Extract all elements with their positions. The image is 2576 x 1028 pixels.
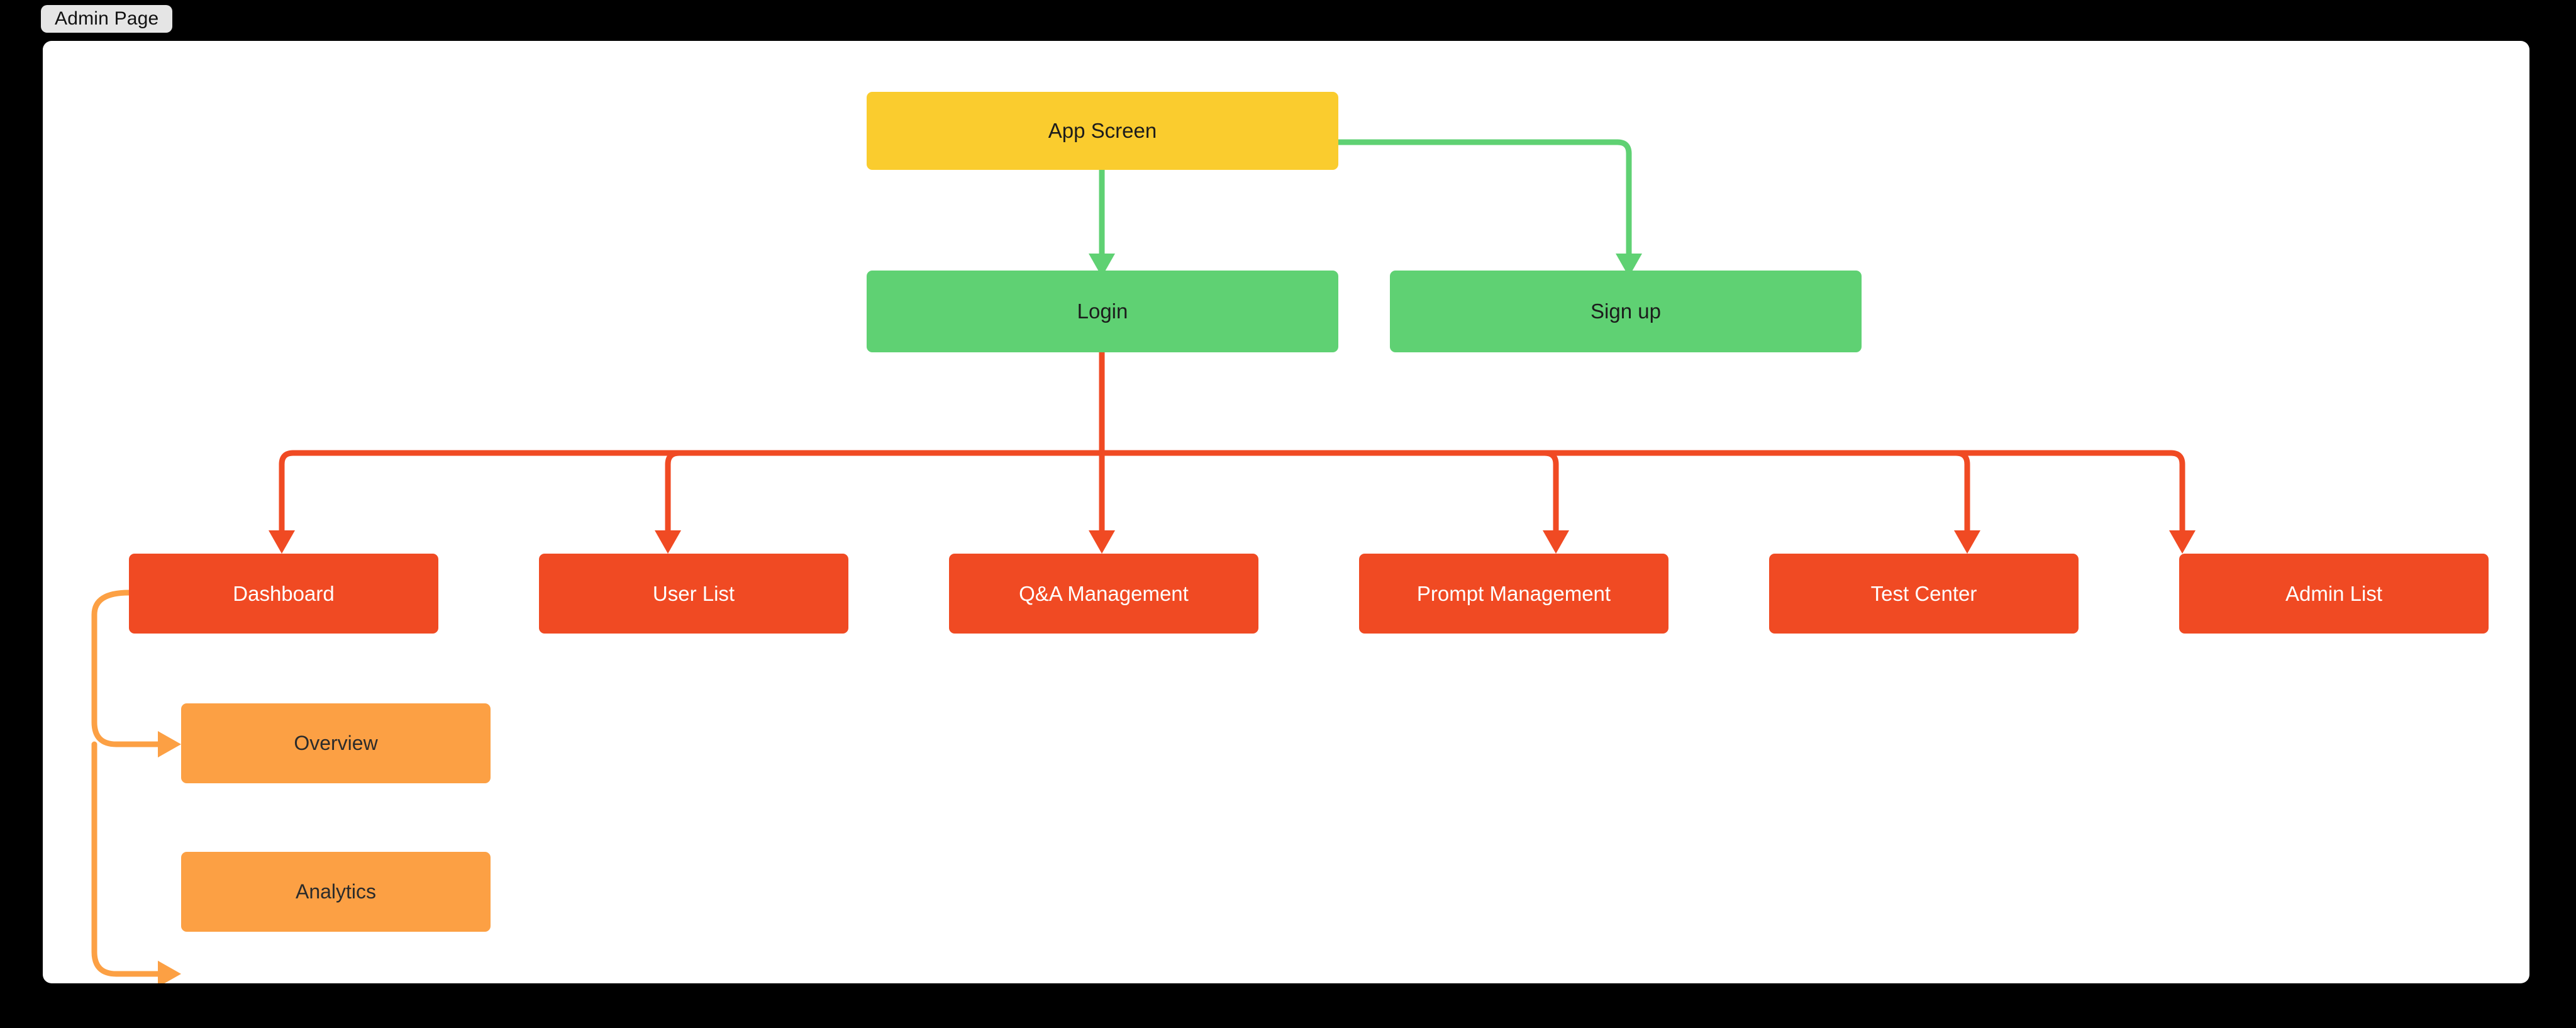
node-analytics[interactable]: Analytics: [181, 852, 491, 932]
edge-drop-prompt-management: [1541, 450, 1559, 540]
node-qa-management-label: Q&A Management: [1019, 581, 1189, 605]
arrowhead-admin-list: [2169, 530, 2196, 554]
arrowhead-analytics: [158, 961, 181, 983]
node-dashboard[interactable]: Dashboard: [129, 554, 438, 634]
node-sign-up[interactable]: Sign up: [1390, 271, 1862, 352]
edge-drop-dashboard: [279, 450, 296, 540]
arrowhead-user-list: [655, 530, 681, 554]
edge-layer: [91, 139, 2196, 983]
edge-drop-admin-list: [2168, 450, 2185, 540]
diagram-canvas[interactable]: App Screen Login Sign up Dashboard User …: [43, 41, 2529, 983]
edge-drop-user-list: [665, 450, 682, 540]
tab-admin-page[interactable]: Admin Page: [41, 5, 173, 33]
edge-drop-test-center: [1953, 450, 1970, 540]
node-qa-management[interactable]: Q&A Management: [949, 554, 1258, 634]
node-analytics-label: Analytics: [295, 880, 377, 903]
node-overview[interactable]: Overview: [181, 703, 491, 783]
node-prompt-management-label: Prompt Management: [1416, 581, 1611, 605]
arrowhead-overview: [158, 731, 181, 757]
node-login[interactable]: Login: [867, 271, 1338, 352]
node-test-center[interactable]: Test Center: [1769, 554, 2079, 634]
node-test-center-label: Test Center: [1870, 581, 1977, 605]
node-user-list[interactable]: User List: [539, 554, 848, 634]
node-dashboard-label: Dashboard: [233, 581, 335, 605]
arrowhead-dashboard: [269, 530, 295, 554]
node-overview-label: Overview: [294, 732, 378, 755]
arrowhead-qa-management: [1089, 530, 1115, 554]
arrowhead-test-center: [1954, 530, 1980, 554]
node-admin-list[interactable]: Admin List: [2179, 554, 2489, 634]
node-app-screen[interactable]: App Screen: [867, 92, 1338, 170]
node-app-screen-label: App Screen: [1048, 119, 1157, 143]
arrowhead-prompt-management: [1543, 530, 1569, 554]
edge-dashboard-to-analytics: [91, 741, 167, 977]
node-admin-list-label: Admin List: [2285, 581, 2383, 605]
tab-label: Admin Page: [55, 8, 159, 29]
node-sign-up-label: Sign up: [1591, 299, 1661, 323]
node-login-label: Login: [1077, 299, 1128, 323]
node-prompt-management[interactable]: Prompt Management: [1359, 554, 1668, 634]
node-user-list-label: User List: [652, 581, 735, 605]
